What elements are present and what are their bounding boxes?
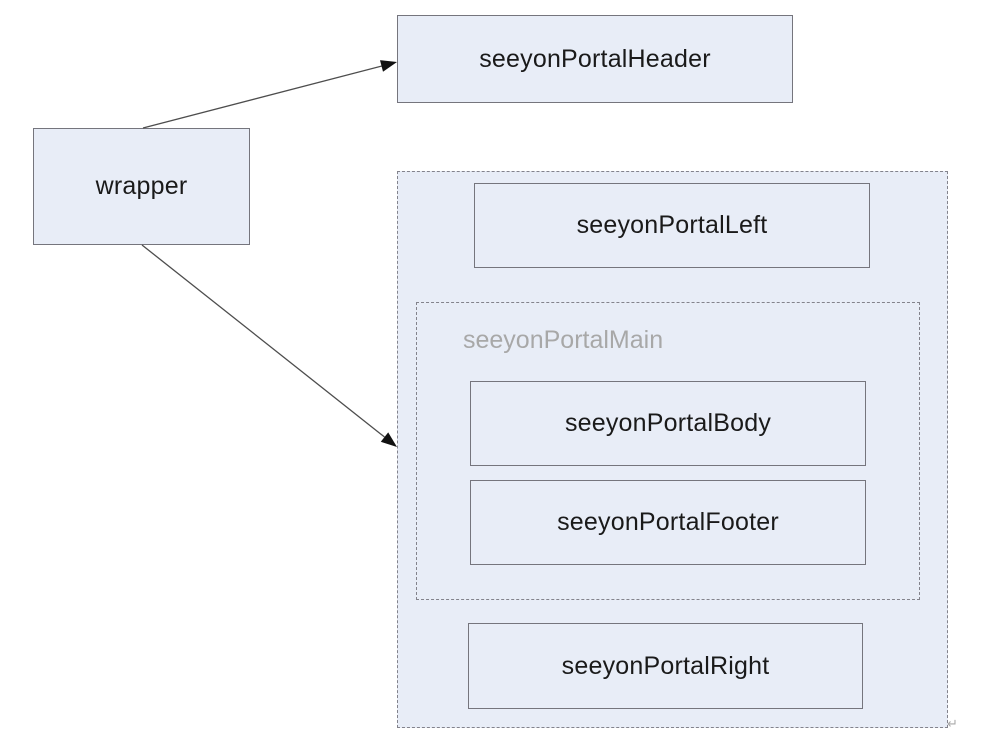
arrowhead-icon [380, 60, 397, 72]
portal-footer-label: seeyonPortalFooter [557, 508, 779, 536]
arrow-wrapper-to-header [142, 60, 397, 129]
portal-header-node: seeyonPortalHeader [397, 15, 793, 103]
portal-header-label: seeyonPortalHeader [479, 44, 711, 73]
wrapper-label: wrapper [95, 172, 188, 200]
portal-right-node: seeyonPortalRight [468, 623, 863, 709]
arrowhead-icon [380, 432, 397, 447]
portal-footer-node: seeyonPortalFooter [470, 480, 866, 565]
portal-left-node: seeyonPortalLeft [474, 183, 870, 268]
portal-body-label: seeyonPortalBody [564, 409, 772, 437]
return-mark-icon: ↵ [947, 717, 958, 732]
wrapper-node: wrapper [33, 128, 250, 245]
arrow-wrapper-to-layout [141, 244, 397, 447]
portal-body-node: seeyonPortalBody [470, 381, 866, 466]
portal-main-label: seeyonPortalMain [463, 326, 664, 354]
portal-left-label: seeyonPortalLeft [576, 211, 768, 239]
portal-right-label: seeyonPortalRight [561, 651, 770, 680]
